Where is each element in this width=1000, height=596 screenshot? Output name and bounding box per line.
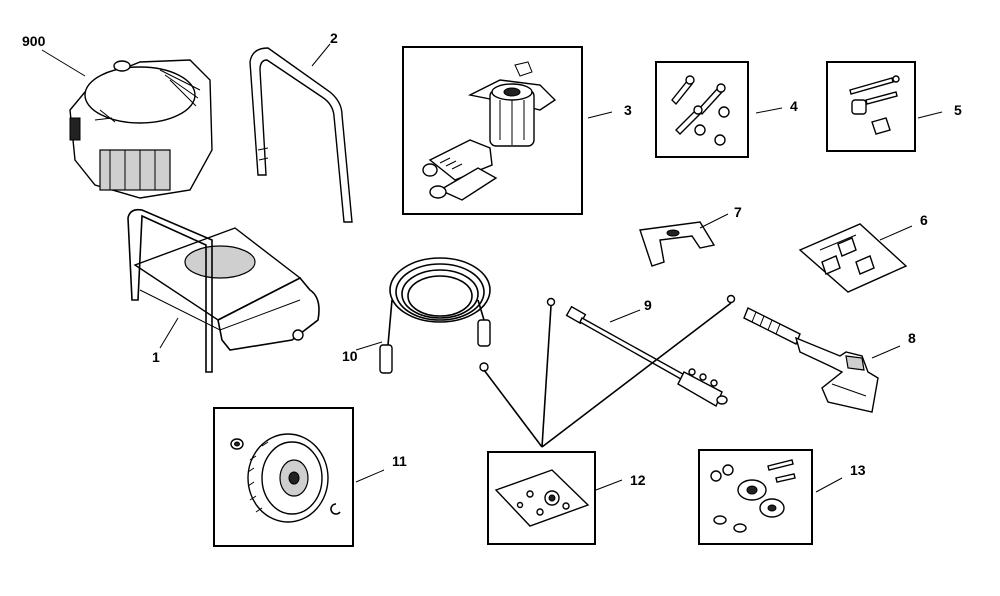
callout-12: 12: [630, 472, 646, 488]
leader-line-1: [159, 317, 179, 349]
callout-9: 9: [644, 297, 652, 313]
knob-set-part[interactable]: [849, 75, 900, 135]
lance-part[interactable]: [546, 297, 728, 408]
callout-8: 8: [908, 330, 916, 346]
engine-part[interactable]: [69, 59, 213, 199]
leader-line-9: [609, 309, 641, 323]
kit-connector-lines: [483, 302, 732, 448]
leader-line-900: [41, 49, 86, 77]
callout-13: 13: [850, 462, 866, 478]
leader-line-12: [595, 479, 623, 491]
callout-7: 7: [734, 204, 742, 220]
wheel-hardware-part[interactable]: [710, 459, 796, 533]
handle-part[interactable]: [249, 47, 353, 223]
oring-kit-part[interactable]: [494, 469, 590, 527]
spray-gun-part[interactable]: [726, 294, 879, 413]
leader-line-4: [755, 107, 783, 114]
leader-line-5: [917, 111, 943, 119]
pump-part[interactable]: [422, 61, 557, 201]
frame-part[interactable]: [127, 208, 320, 373]
callout-5: 5: [954, 102, 962, 118]
nozzle-holder-part[interactable]: [639, 221, 716, 267]
callout-10: 10: [342, 348, 358, 364]
leader-line-2: [311, 43, 331, 67]
callout-3: 3: [624, 102, 632, 118]
leader-line-6: [879, 225, 913, 241]
leader-line-13: [815, 477, 843, 493]
callout-2: 2: [330, 30, 338, 46]
callout-4: 4: [790, 98, 798, 114]
leader-line-11: [355, 469, 385, 483]
hardware-knobs-box: [826, 61, 916, 152]
wheel-part[interactable]: [230, 433, 341, 523]
leader-line-8: [871, 345, 901, 359]
hose-part[interactable]: [379, 257, 491, 374]
nozzle-kit-part[interactable]: [798, 223, 908, 293]
callout-11: 11: [392, 453, 407, 469]
leader-line-10: [355, 341, 383, 351]
leader-line-7: [699, 213, 729, 229]
callout-1: 1: [152, 349, 160, 365]
callout-6: 6: [920, 212, 928, 228]
leader-line-3: [587, 111, 613, 119]
callout-900: 900: [22, 33, 46, 49]
bolt-set-part[interactable]: [671, 75, 730, 146]
